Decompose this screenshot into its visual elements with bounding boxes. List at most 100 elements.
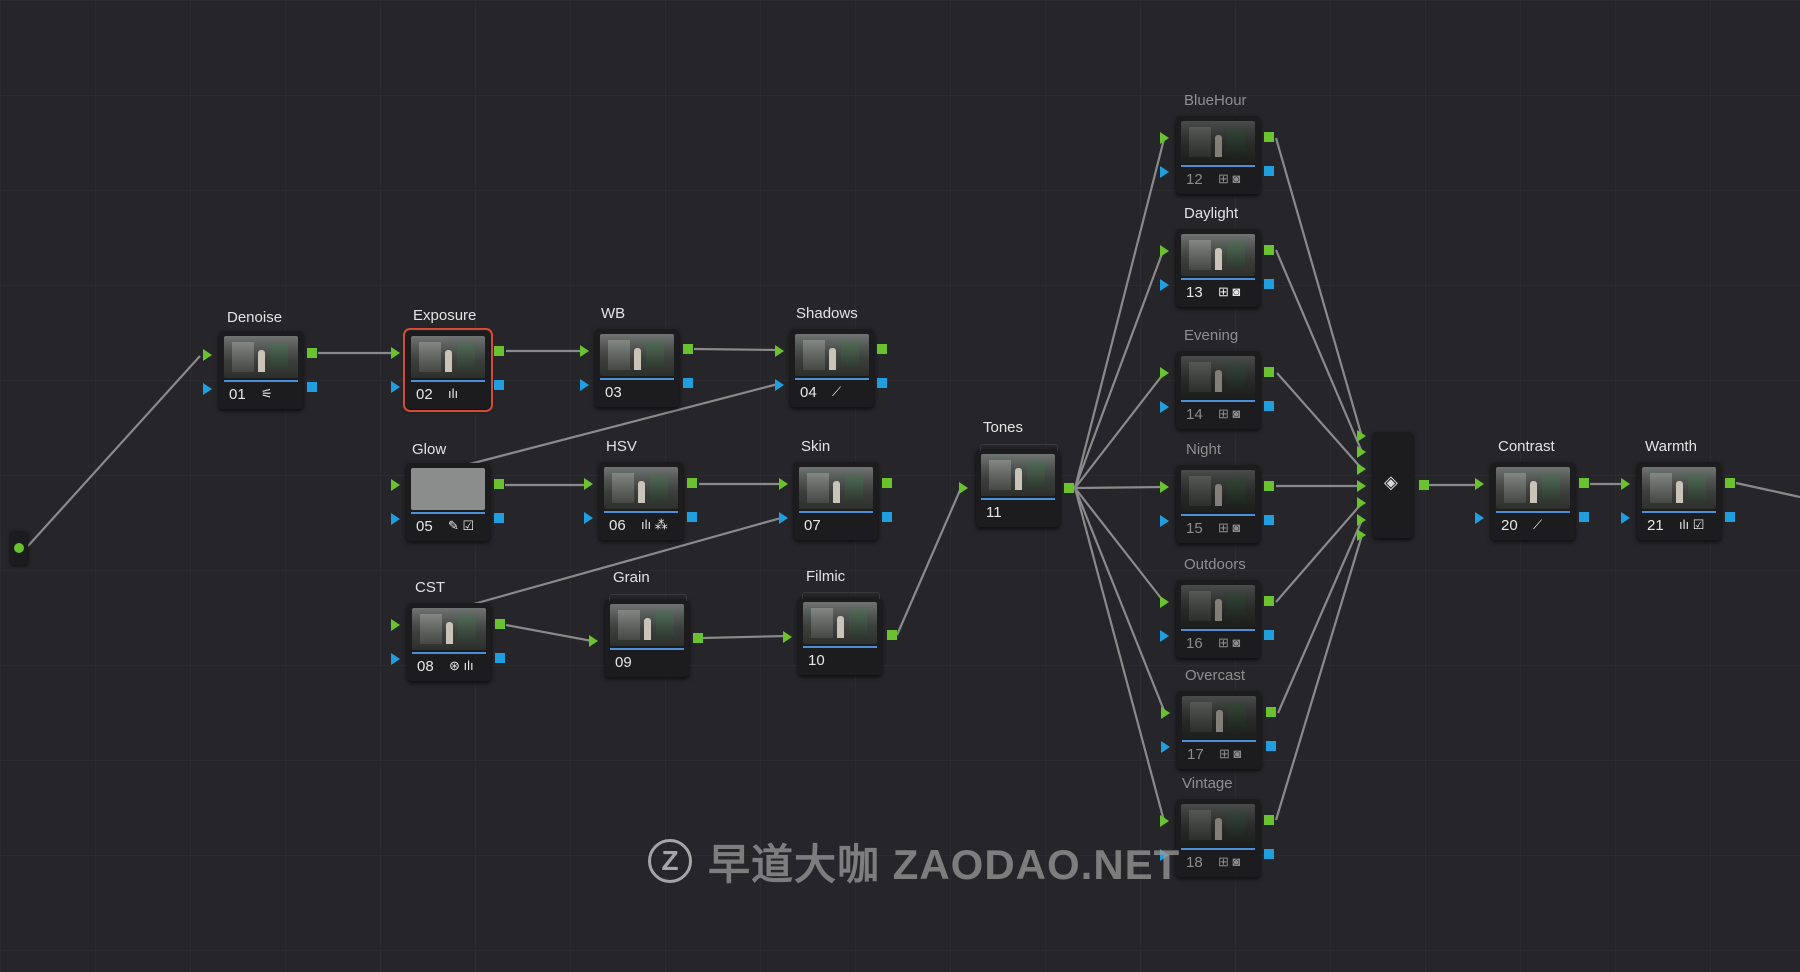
node-01-rgb-input[interactable]	[203, 349, 212, 361]
mixer-input-2[interactable]	[1357, 446, 1366, 458]
node-03-alpha-input[interactable]	[580, 379, 589, 391]
node-06-rgb-input[interactable]	[584, 478, 593, 490]
node-20-contrast[interactable]: 20 ⟋	[1491, 462, 1575, 540]
node-08-alpha-input[interactable]	[391, 653, 400, 665]
node-05-rgb-input[interactable]	[391, 479, 400, 491]
mixer-input-3[interactable]	[1357, 463, 1366, 475]
mixer-input-4[interactable]	[1357, 480, 1366, 492]
node-07-alpha-input[interactable]	[779, 512, 788, 524]
node-02-rgb-output[interactable]	[494, 346, 504, 356]
node-07-alpha-output[interactable]	[882, 512, 892, 522]
node-18-vintage[interactable]: 18 ⊞ ◙	[1176, 799, 1260, 877]
source-input-node[interactable]	[10, 531, 28, 565]
node-12-alpha-input[interactable]	[1160, 166, 1169, 178]
node-18-alpha-output[interactable]	[1264, 849, 1274, 859]
node-03-wb[interactable]: 03	[595, 329, 679, 407]
node-08-rgb-input[interactable]	[391, 619, 400, 631]
node-20-rgb-output[interactable]	[1579, 478, 1589, 488]
node-07-rgb-output[interactable]	[882, 478, 892, 488]
mixer-rgb-output[interactable]	[1419, 480, 1429, 490]
node-03-alpha-output[interactable]	[683, 378, 693, 388]
node-15-rgb-output[interactable]	[1264, 481, 1274, 491]
node-02-alpha-input[interactable]	[391, 381, 400, 393]
node-06-rgb-output[interactable]	[687, 478, 697, 488]
node-17-overcast[interactable]: 17 ⊞ ◙	[1177, 691, 1261, 769]
node-14-rgb-output[interactable]	[1264, 367, 1274, 377]
node-03-rgb-input[interactable]	[580, 345, 589, 357]
node-13-alpha-input[interactable]	[1160, 279, 1169, 291]
node-07-skin[interactable]: 07	[794, 462, 878, 540]
node-08-alpha-output[interactable]	[495, 653, 505, 663]
node-04-shadows[interactable]: 04 ⟋	[790, 329, 874, 407]
node-01-alpha-output[interactable]	[307, 382, 317, 392]
node-14-evening[interactable]: 14 ⊞ ◙	[1176, 351, 1260, 429]
node-13-daylight[interactable]: 13 ⊞ ◙	[1176, 229, 1260, 307]
node-01-rgb-output[interactable]	[307, 348, 317, 358]
node-04-rgb-output[interactable]	[877, 344, 887, 354]
mixer-input-5[interactable]	[1357, 497, 1366, 509]
node-18-rgb-input[interactable]	[1160, 815, 1169, 827]
node-20-alpha-input[interactable]	[1475, 512, 1484, 524]
node-07-rgb-input[interactable]	[779, 478, 788, 490]
rgb-output-dot[interactable]	[14, 543, 24, 553]
node-03-rgb-output[interactable]	[683, 344, 693, 354]
node-21-alpha-input[interactable]	[1621, 512, 1630, 524]
node-08-cst[interactable]: 08 ⊛ ılı	[407, 603, 491, 681]
node-13-rgb-output[interactable]	[1264, 245, 1274, 255]
node-15-alpha-input[interactable]	[1160, 515, 1169, 527]
node-05-glow[interactable]: 05 ✎ ☑	[406, 463, 490, 541]
node-16-alpha-input[interactable]	[1160, 630, 1169, 642]
node-15-rgb-input[interactable]	[1160, 481, 1169, 493]
node-06-hsv[interactable]: 06 ılı ⁂	[599, 462, 683, 540]
node-09-rgb-output[interactable]	[693, 633, 703, 643]
node-12-rgb-input[interactable]	[1160, 132, 1169, 144]
node-17-rgb-output[interactable]	[1266, 707, 1276, 717]
node-14-alpha-output[interactable]	[1264, 401, 1274, 411]
node-04-alpha-input[interactable]	[775, 379, 784, 391]
node-17-rgb-input[interactable]	[1161, 707, 1170, 719]
mixer-input-7[interactable]	[1357, 529, 1366, 541]
node-20-rgb-input[interactable]	[1475, 478, 1484, 490]
node-21-warmth[interactable]: 21 ılı ☑	[1637, 462, 1721, 540]
node-17-alpha-input[interactable]	[1161, 741, 1170, 753]
node-15-alpha-output[interactable]	[1264, 515, 1274, 525]
node-01-alpha-input[interactable]	[203, 383, 212, 395]
node-05-rgb-output[interactable]	[494, 479, 504, 489]
node-12-bluehour[interactable]: 12 ⊞ ◙	[1176, 116, 1260, 194]
node-05-alpha-output[interactable]	[494, 513, 504, 523]
node-12-rgb-output[interactable]	[1264, 132, 1274, 142]
node-05-alpha-input[interactable]	[391, 513, 400, 525]
node-09-grain[interactable]: 09	[605, 594, 689, 677]
node-01-denoise[interactable]: 01 ⚟	[219, 331, 303, 409]
node-15-night[interactable]: 15 ⊞ ◙	[1176, 465, 1260, 543]
mixer-input-1[interactable]	[1357, 430, 1366, 442]
node-12-alpha-output[interactable]	[1264, 166, 1274, 176]
node-11-tones[interactable]: 11	[976, 444, 1060, 527]
node-18-alpha-input[interactable]	[1160, 849, 1169, 861]
node-16-alpha-output[interactable]	[1264, 630, 1274, 640]
node-21-rgb-input[interactable]	[1621, 478, 1630, 490]
node-21-rgb-output[interactable]	[1725, 478, 1735, 488]
node-16-rgb-output[interactable]	[1264, 596, 1274, 606]
layer-mixer-node[interactable]: ◈	[1373, 432, 1413, 538]
node-13-alpha-output[interactable]	[1264, 279, 1274, 289]
node-06-alpha-input[interactable]	[584, 512, 593, 524]
node-04-rgb-input[interactable]	[775, 345, 784, 357]
node-16-outdoors[interactable]: 16 ⊞ ◙	[1176, 580, 1260, 658]
node-10-rgb-output[interactable]	[887, 630, 897, 640]
node-18-rgb-output[interactable]	[1264, 815, 1274, 825]
node-02-alpha-output[interactable]	[494, 380, 504, 390]
mixer-input-6[interactable]	[1357, 514, 1366, 526]
node-02-exposure[interactable]: 02 ılı	[403, 328, 493, 412]
node-06-alpha-output[interactable]	[687, 512, 697, 522]
node-20-alpha-output[interactable]	[1579, 512, 1589, 522]
node-09-rgb-input[interactable]	[589, 635, 598, 647]
node-10-filmic[interactable]: 10	[798, 592, 882, 675]
node-08-rgb-output[interactable]	[495, 619, 505, 629]
node-11-rgb-input[interactable]	[959, 482, 968, 494]
node-10-rgb-input[interactable]	[783, 631, 792, 643]
node-21-alpha-output[interactable]	[1725, 512, 1735, 522]
node-14-alpha-input[interactable]	[1160, 401, 1169, 413]
node-04-alpha-output[interactable]	[877, 378, 887, 388]
node-17-alpha-output[interactable]	[1266, 741, 1276, 751]
